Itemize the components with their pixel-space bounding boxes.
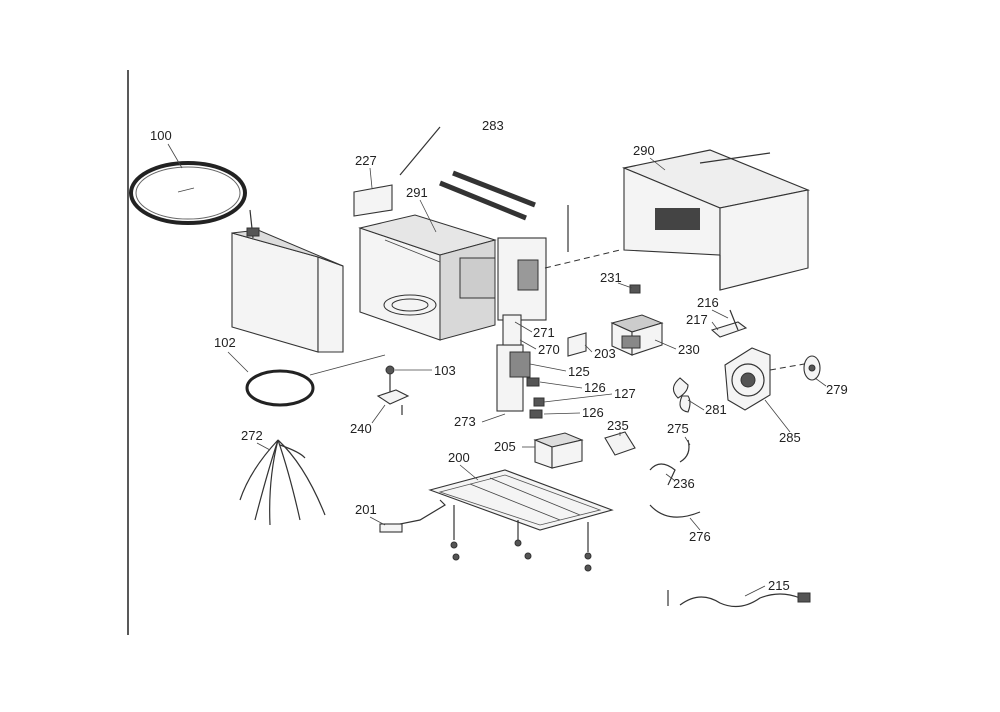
part-235-capacitor	[604, 431, 636, 456]
part-203-plate	[567, 332, 587, 357]
part-236-bracket	[649, 463, 676, 486]
part-279-fan-motor	[803, 355, 821, 381]
part-door	[231, 209, 344, 353]
part-281-fan-blade	[672, 377, 691, 413]
part-102-roller-ring	[245, 369, 315, 407]
part-103-coupler	[385, 365, 395, 392]
leader-lines	[167, 143, 827, 597]
leader-283	[399, 126, 441, 176]
callout-227: 227	[355, 153, 377, 168]
callout-283: 283	[482, 118, 504, 133]
part-205-box	[533, 432, 584, 469]
callout-125: 125	[568, 364, 590, 379]
callout-276: 276	[689, 529, 711, 544]
part-272-harness	[239, 439, 326, 526]
callout-217: 217	[686, 312, 708, 327]
callout-235: 235	[607, 418, 629, 433]
callout-205: 205	[494, 439, 516, 454]
callout-201: 201	[355, 502, 377, 517]
part-interlock-bracket	[496, 314, 545, 419]
callout-127: 127	[614, 386, 636, 401]
callout-103: 103	[434, 363, 456, 378]
callout-102: 102	[214, 335, 236, 350]
callout-236: 236	[673, 476, 695, 491]
callout-275: 275	[667, 421, 689, 436]
part-285-fan-housing	[724, 347, 771, 411]
part-cavity	[358, 214, 547, 341]
callout-271: 271	[533, 325, 555, 340]
part-231	[629, 284, 641, 294]
part-240-motor	[376, 389, 410, 415]
callout-230: 230	[678, 342, 700, 357]
callout-273: 273	[454, 414, 476, 429]
callout-126a: 126	[584, 380, 606, 395]
callout-281: 281	[705, 402, 727, 417]
callout-291: 291	[406, 185, 428, 200]
leader-case	[544, 249, 621, 269]
callout-200: 200	[448, 450, 470, 465]
part-rails	[439, 170, 536, 221]
callout-290: 290	[633, 143, 655, 158]
part-100-turntable-glass	[129, 161, 247, 225]
part-base-screws	[450, 505, 592, 572]
part-200-base-plate	[428, 469, 614, 531]
callout-215: 215	[768, 578, 790, 593]
part-276-lead	[649, 504, 701, 518]
part-275-sensor	[679, 439, 690, 463]
part-215-power-cord	[667, 590, 811, 608]
callout-240: 240	[350, 421, 372, 436]
callout-labels: 100 102 103 125 126 126 127 200 201 203 …	[150, 118, 848, 593]
part-227-label	[353, 184, 393, 217]
callout-270: 270	[538, 342, 560, 357]
callout-126b: 126	[582, 405, 604, 420]
part-216-217-switch	[710, 309, 748, 338]
callout-285: 285	[779, 430, 801, 445]
part-230-transformer	[610, 314, 664, 356]
callout-231: 231	[600, 270, 622, 285]
callout-272: 272	[241, 428, 263, 443]
callout-279: 279	[826, 382, 848, 397]
callout-216: 216	[697, 295, 719, 310]
callout-100: 100	[150, 128, 172, 143]
callout-203: 203	[594, 346, 616, 361]
part-290-outer-case	[621, 149, 811, 291]
